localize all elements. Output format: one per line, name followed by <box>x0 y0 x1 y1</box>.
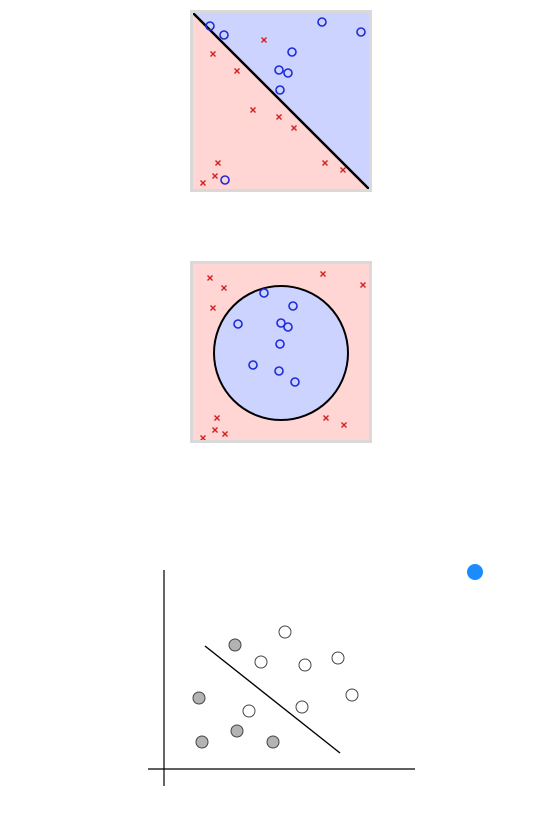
cross-point <box>215 160 221 166</box>
circle-point <box>259 288 269 298</box>
circle-point <box>290 377 300 387</box>
circle-point <box>287 47 297 57</box>
cross-point <box>323 415 329 421</box>
cross-point <box>200 180 206 186</box>
cross-point <box>340 167 346 173</box>
blue-indicator-dot[interactable] <box>467 564 483 580</box>
filled-point <box>228 638 242 652</box>
cross-point <box>214 415 220 421</box>
open-point <box>295 700 309 714</box>
cross-point <box>320 271 326 277</box>
open-point <box>331 651 345 665</box>
cross-point <box>207 275 213 281</box>
linear-boundary-panel <box>190 10 372 192</box>
cross-point <box>276 114 282 120</box>
filled-point <box>195 735 209 749</box>
cross-point <box>261 37 267 43</box>
circle-point <box>356 27 366 37</box>
decision-boundary-line <box>193 13 369 189</box>
cross-point <box>360 282 366 288</box>
circle-point <box>274 366 284 376</box>
cross-point <box>322 160 328 166</box>
open-point <box>242 704 256 718</box>
linear-boundary-plot <box>193 13 369 189</box>
circle-point <box>275 339 285 349</box>
circle-point <box>276 318 286 328</box>
filled-point <box>192 691 206 705</box>
open-point <box>298 658 312 672</box>
cross-point <box>291 125 297 131</box>
circular-boundary-panel <box>190 261 372 443</box>
circle-point <box>275 85 285 95</box>
cross-point <box>221 285 227 291</box>
cross-point <box>250 107 256 113</box>
cross-point <box>212 173 218 179</box>
outlier-circle-point <box>220 175 230 185</box>
circle-point <box>288 301 298 311</box>
cross-point <box>234 68 240 74</box>
decision-boundary-circle <box>213 285 349 421</box>
circle-point <box>283 68 293 78</box>
circle-point <box>248 360 258 370</box>
circle-point <box>233 319 243 329</box>
circle-point <box>317 17 327 27</box>
open-point <box>278 625 292 639</box>
separator-line <box>204 645 341 754</box>
filled-point <box>266 735 280 749</box>
open-point <box>345 688 359 702</box>
circle-point <box>205 21 215 31</box>
filled-point <box>230 724 244 738</box>
cross-point <box>212 427 218 433</box>
cross-point <box>210 51 216 57</box>
circle-point <box>219 30 229 40</box>
circular-boundary-plot <box>193 264 369 440</box>
circle-point <box>274 65 284 75</box>
linear-separator-diagram <box>148 570 415 786</box>
cross-point <box>200 435 206 440</box>
cross-point <box>222 431 228 437</box>
cross-point <box>341 422 347 428</box>
cross-point <box>210 305 216 311</box>
open-point <box>254 655 268 669</box>
circle-point <box>283 322 293 332</box>
